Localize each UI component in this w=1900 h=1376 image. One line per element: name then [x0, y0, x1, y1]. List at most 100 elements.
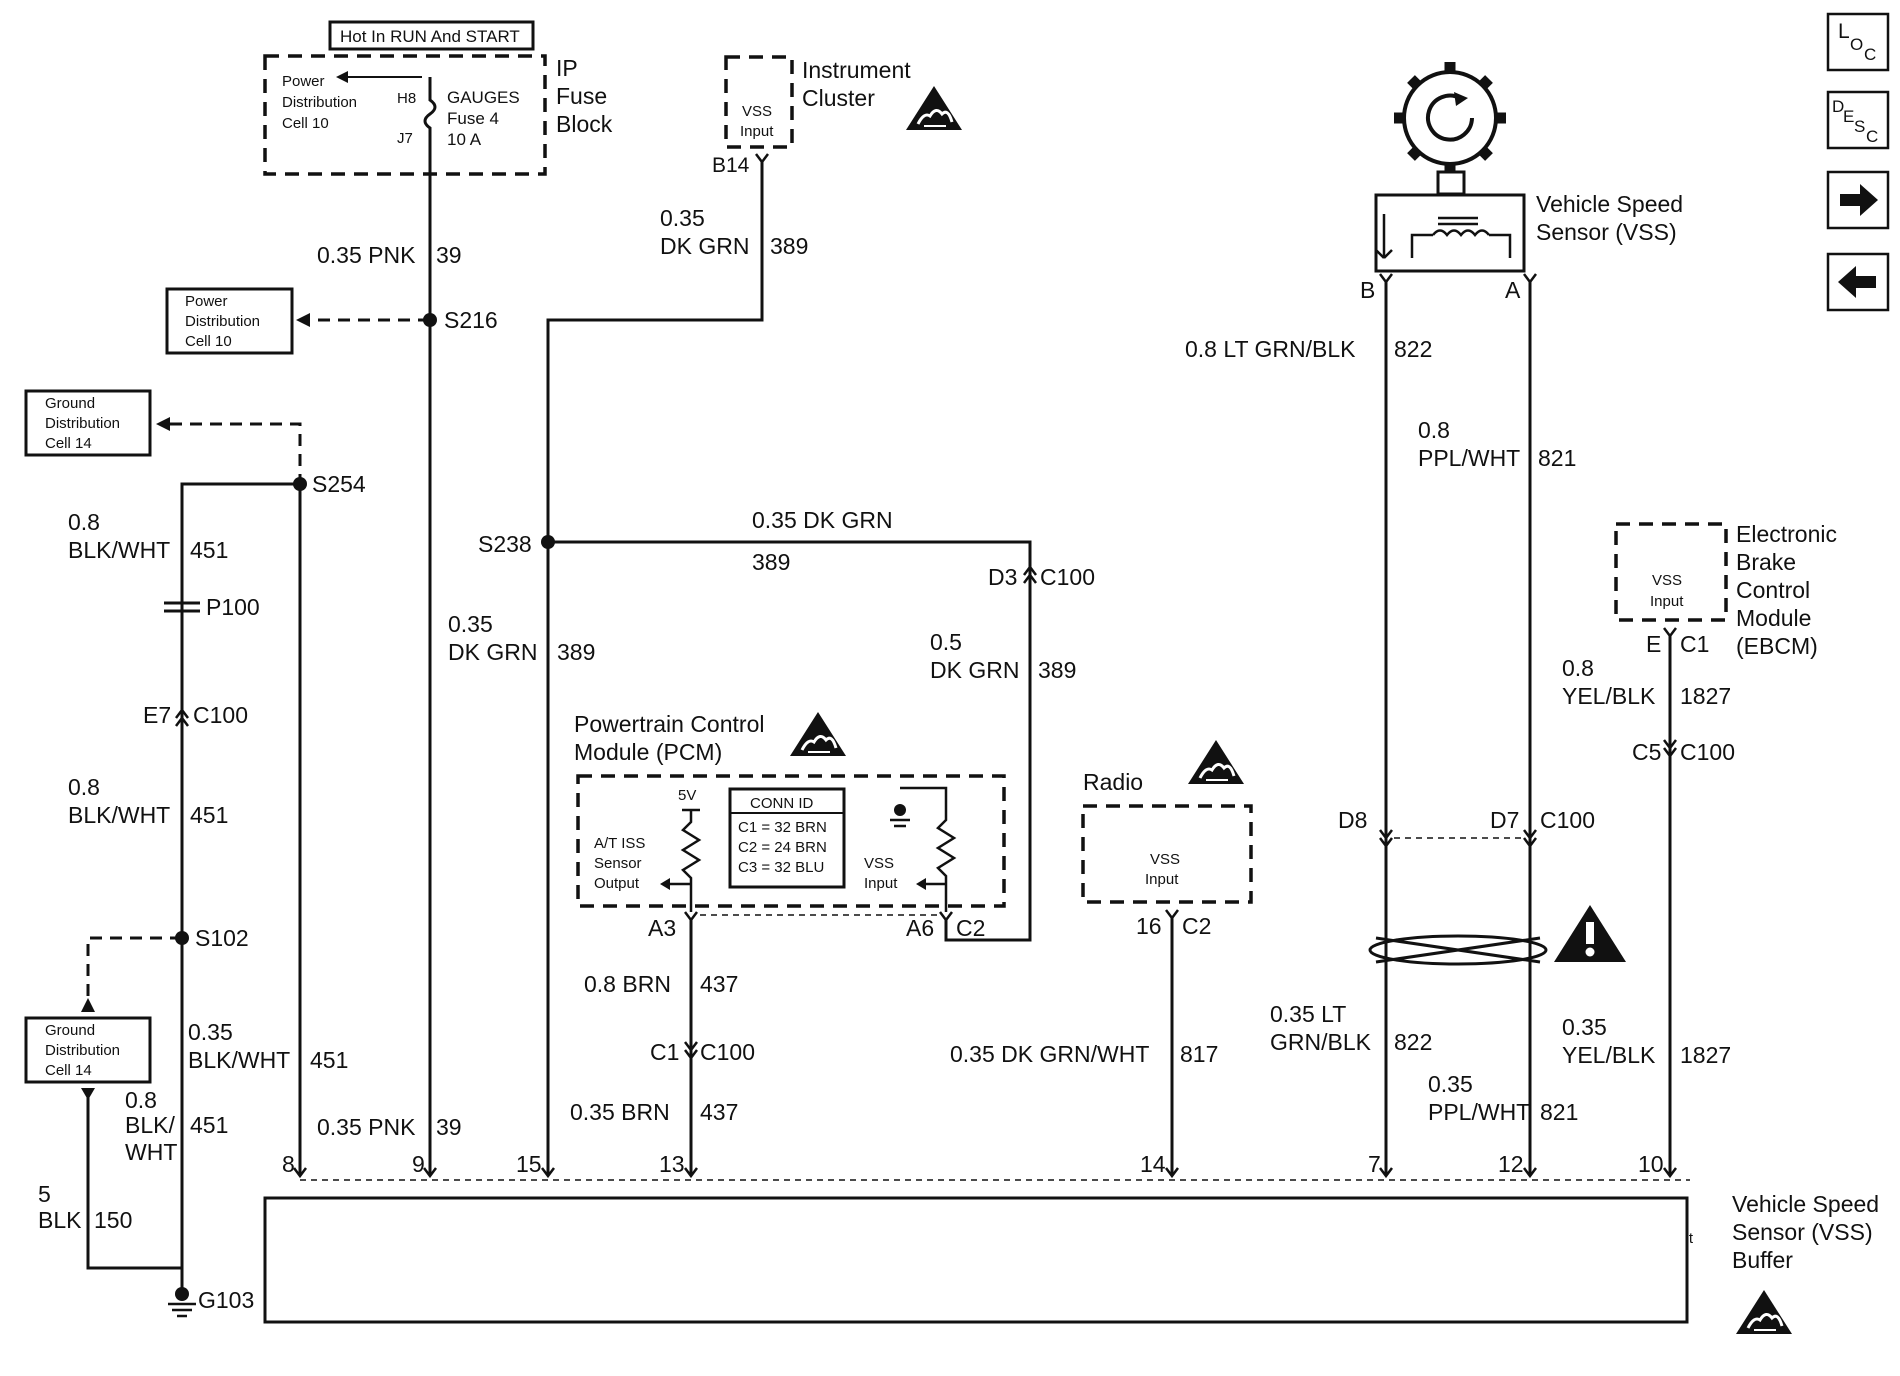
wire-dkgrn-top-size: 0.35: [660, 205, 705, 231]
fuse-number: Fuse 4: [447, 109, 499, 128]
buffer-pin-number: 9: [412, 1151, 425, 1177]
next-page-button[interactable]: [1826, 170, 1890, 230]
wire-dkgrnwht-circuit: 817: [1180, 1041, 1218, 1067]
d7-label: D7: [1490, 807, 1519, 833]
pcm-pin-a6: A6: [906, 915, 934, 941]
wire-dkgrn-mid-circuit: 389: [557, 639, 595, 665]
splice-s238-label: S238: [478, 531, 532, 557]
ip-power-dist-line3: Cell 10: [282, 115, 329, 132]
esd-warning-icon: [1734, 1288, 1794, 1336]
wire-dkgrn-mid-size: 0.35: [448, 611, 493, 637]
blk-150-wire: [86, 1088, 182, 1270]
wire-brn-bot-label: 0.35 BRN: [570, 1099, 670, 1125]
wire-blk-451-d-color2: WHT: [125, 1139, 177, 1165]
pcm-at-iss-line3: Output: [594, 875, 640, 892]
wire-ltgrn-top-label: 0.8 LT GRN/BLK: [1185, 336, 1356, 362]
esd-warning-icon: [788, 710, 848, 758]
wire-dkgrn-c100-size: 0.5: [930, 629, 962, 655]
ground-dist-2-line2: Distribution: [45, 1042, 120, 1059]
gear-icon: [1394, 62, 1506, 174]
s102-dashed-link: [86, 936, 182, 1000]
g103-label: G103: [198, 1287, 254, 1313]
left-arrow-icon: [1838, 266, 1876, 298]
desc-letter-d: D: [1832, 97, 1844, 116]
loc-button[interactable]: L O C: [1826, 12, 1890, 72]
wire-blk-451-d-size: 0.8: [125, 1087, 157, 1113]
ebcm-title-line4: Module: [1736, 605, 1811, 631]
wire-yel-top-size: 0.8: [1562, 655, 1594, 681]
wire-blk-451-c-color: BLK/WHT: [188, 1047, 290, 1073]
buffer-pin-connector: [1379, 1167, 1393, 1179]
right-arrow-icon: [1840, 184, 1878, 216]
wire-ppl-top-size: 0.8: [1418, 417, 1450, 443]
ebcm-title-line1: Electronic: [1736, 521, 1837, 547]
e7-label: E7: [143, 702, 171, 728]
wire-blk-451-b-circuit: 451: [190, 802, 228, 828]
wire-blk-451-a-circuit: 451: [190, 537, 228, 563]
ground-dist-ref-box-2: [24, 1016, 152, 1084]
pcm-pin-c2: C2: [956, 915, 985, 941]
desc-button[interactable]: D E S C: [1826, 90, 1890, 150]
loc-letter-o: O: [1850, 35, 1863, 54]
p100-label: P100: [206, 594, 260, 620]
ip-title-line2: Fuse: [556, 83, 607, 109]
radio-title: Radio: [1083, 769, 1143, 795]
c1-c100-label: C100: [700, 1039, 755, 1065]
pcm-at-iss-line1: A/T ISS: [594, 835, 645, 852]
wire-yel-bot-color: YEL/BLK: [1562, 1042, 1656, 1068]
buffer-pin-number: 12: [1498, 1151, 1524, 1177]
power-dist-ref-line3: Cell 10: [185, 333, 232, 350]
wire-blk-451-c-size: 0.35: [188, 1019, 233, 1045]
c1-label: C1: [650, 1039, 679, 1065]
ebcm-input-line2: Input: [1650, 593, 1684, 610]
c5-label: C5: [1632, 739, 1661, 765]
twisted-pair-symbol: [1368, 934, 1548, 966]
e7-c100-label: C100: [193, 702, 248, 728]
previous-page-button[interactable]: [1826, 252, 1890, 312]
ip-power-dist-line2: Distribution: [282, 94, 357, 111]
esd-warning-icon: [904, 84, 964, 132]
buffer-title-line2: Sensor (VSS): [1732, 1219, 1873, 1245]
splice-s102-label: S102: [195, 925, 249, 951]
pcm-title-line2: Module (PCM): [574, 739, 722, 765]
buffer-pin-connector: [423, 1167, 437, 1179]
buffer-pin-number: 7: [1368, 1151, 1381, 1177]
vss-title-line1: Vehicle Speed: [1536, 191, 1683, 217]
wire-blk-451-a-color: BLK/WHT: [68, 537, 170, 563]
wire-pnk-bot-label: 0.35 PNK: [317, 1114, 416, 1140]
wire-brn-top-label: 0.8 BRN: [584, 971, 671, 997]
wire-dkgrn-top-color: DK GRN: [660, 233, 749, 259]
hot-in-run-start-box: [328, 20, 535, 51]
wire-pnk-bot-circuit: 39: [436, 1114, 462, 1140]
wire-pnk-top-circuit: 39: [436, 242, 462, 268]
wire-ltgrn-bot-color: GRN/BLK: [1270, 1029, 1372, 1055]
buffer-pin-number: 10: [1638, 1151, 1664, 1177]
cluster-input-line1: VSS: [742, 103, 772, 120]
splice-s254-label: S254: [312, 471, 366, 497]
esd-warning-icon: [1186, 738, 1246, 786]
pcm-5v: 5V: [678, 787, 696, 804]
wire-dkgrnwht-label: 0.35 DK GRN/WHT: [950, 1041, 1149, 1067]
wire-ppl-bot-circuit: 821: [1540, 1099, 1578, 1125]
s254-dashed-link: [170, 422, 302, 484]
ebcm-title-line5: (EBCM): [1736, 633, 1818, 659]
pcm-at-iss-line2: Sensor: [594, 855, 642, 872]
radio-box: [1081, 804, 1253, 904]
loc-letter-c: C: [1864, 45, 1876, 64]
buffer-pin-connector: [1663, 1167, 1677, 1179]
c5-c100-label: C100: [1680, 739, 1735, 765]
pcm-pin-a3: A3: [648, 915, 676, 941]
wire-yel-top-circuit: 1827: [1680, 683, 1731, 709]
wire-dkgrn-h-label: 0.35 DK GRN: [752, 507, 893, 533]
radio-input-line1: VSS: [1150, 851, 1180, 868]
vss-title-line2: Sensor (VSS): [1536, 219, 1677, 245]
radio-input-line2: Input: [1145, 871, 1179, 888]
ground-icon: [168, 1287, 196, 1318]
hot-in-run-start-label: Hot In RUN And START: [340, 27, 520, 46]
wire-brn-bot-circuit: 437: [700, 1099, 738, 1125]
blk-wht-451-wire: [180, 482, 300, 1300]
buffer-pin-connector: [1165, 1167, 1179, 1179]
cluster-pin-b14: B14: [712, 154, 750, 177]
buffer-pin-connector: [293, 1167, 307, 1179]
wire-blk-451-d-color1: BLK/: [125, 1112, 175, 1138]
